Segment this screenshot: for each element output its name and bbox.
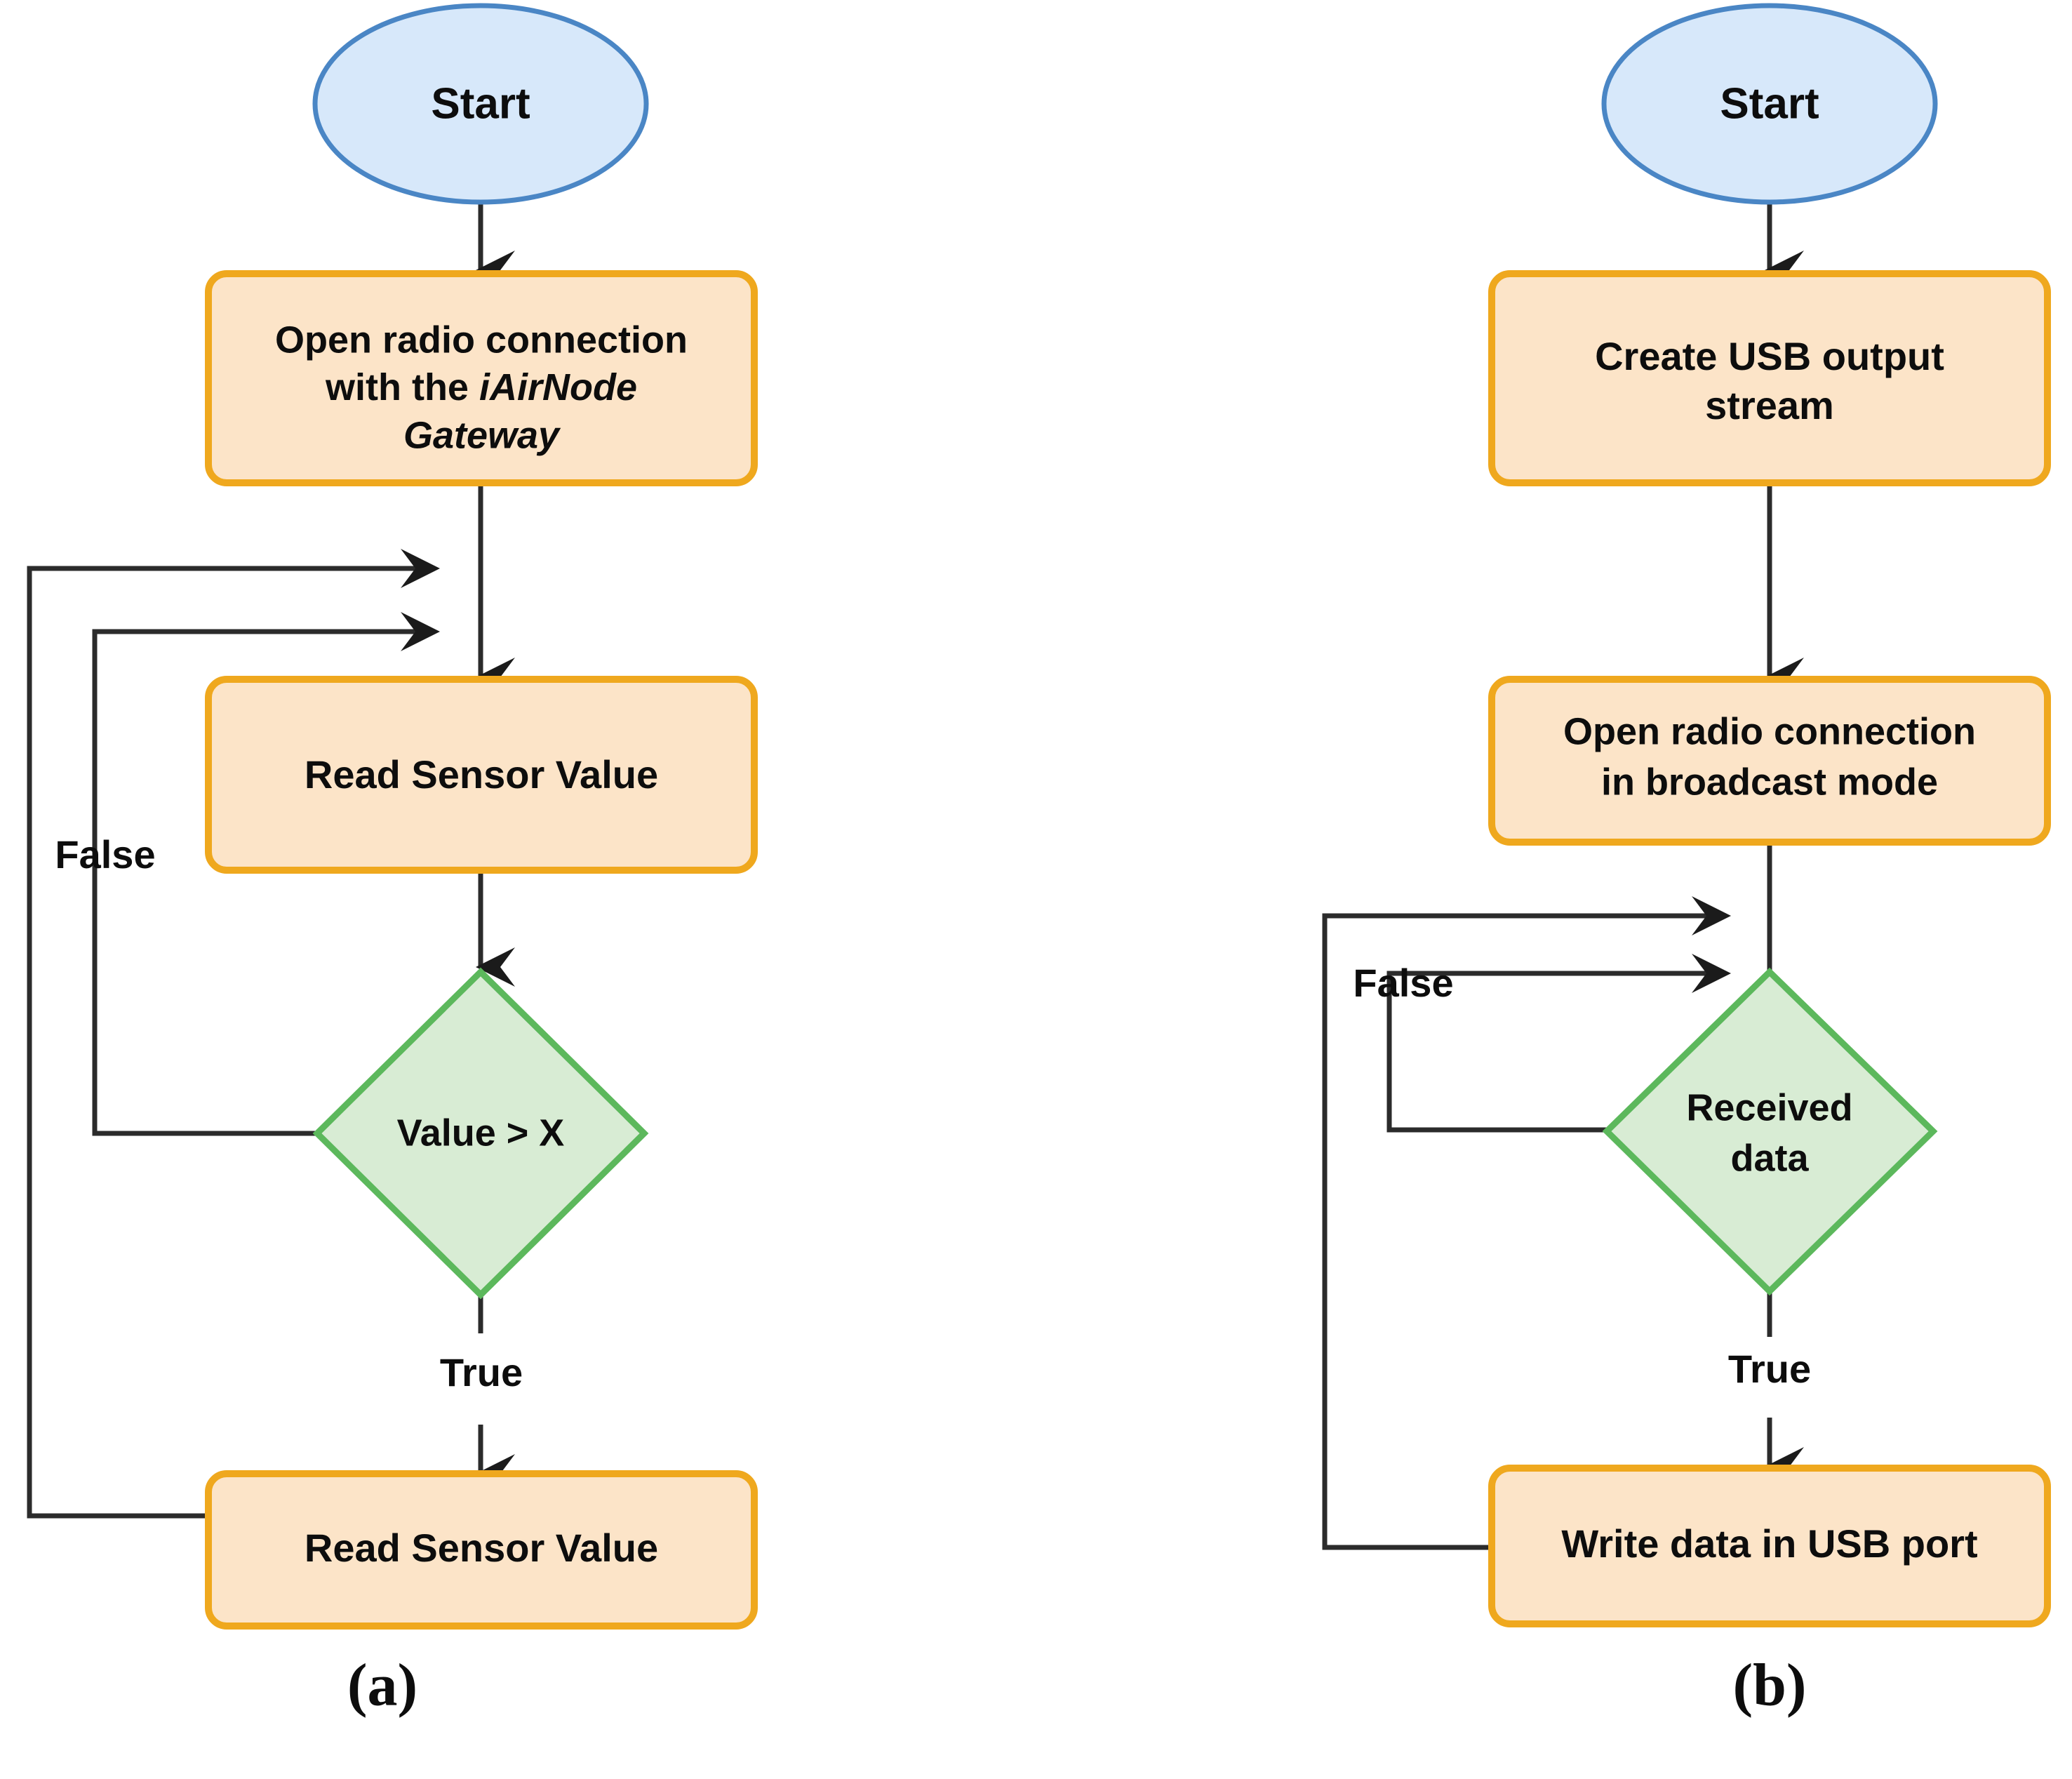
edge-b-write-loopback <box>1322 896 1731 1550</box>
node-a-read-sensor-2-label: Read Sensor Value <box>305 1526 658 1570</box>
node-a-open-line1: Open radio connection <box>275 319 688 361</box>
node-b-create-line2: stream <box>1705 383 1834 427</box>
node-b-open-radio[interactable]: Open radio connection in broadcast mode <box>1488 676 2051 846</box>
node-a-open-line3: Gateway <box>403 414 561 456</box>
terminator-shape <box>1601 3 1938 205</box>
node-a-open-line2-italic: iAirNode <box>479 366 637 408</box>
panel-a-caption: (a) <box>347 1651 417 1719</box>
panel-b: Start Create USB output stream Open radi… <box>1322 3 2051 1719</box>
node-b-open-line1: Open radio connection <box>1563 710 1976 752</box>
node-a-start-label: Start <box>431 79 530 128</box>
node-a-read-sensor-2[interactable]: Read Sensor Value <box>205 1470 758 1630</box>
node-a-read-sensor-1[interactable]: Read Sensor Value <box>205 676 758 874</box>
panel-a-connectors <box>27 153 515 1519</box>
node-b-start[interactable]: Start <box>1601 3 1938 205</box>
node-b-create-usb-stream[interactable]: Create USB output stream <box>1488 270 2051 486</box>
terminator-shape <box>312 3 649 205</box>
process-shape <box>205 1470 758 1630</box>
node-a-open-line2-plain: with the <box>325 366 479 408</box>
node-a-open-radio[interactable]: Open radio connection with the iAirNode … <box>205 270 758 486</box>
node-b-create-line1: Create USB output <box>1595 334 1944 378</box>
process-shape <box>205 676 758 874</box>
node-a-open-line2: with the iAirNode <box>325 366 637 408</box>
edge-label-a-true: True <box>440 1350 523 1394</box>
node-b-decision-received-data[interactable]: Received data <box>1602 967 1938 1296</box>
node-a-decision-value[interactable]: Value > X <box>312 967 649 1300</box>
edge-b-false-loopback <box>1386 954 1731 1133</box>
node-a-read-sensor-1-label: Read Sensor Value <box>305 752 658 797</box>
node-b-write-label: Write data in USB port <box>1561 1521 1977 1566</box>
edge-read2-loopback <box>27 549 440 1519</box>
decision-shape <box>1602 967 1938 1296</box>
process-shape <box>1488 1465 2051 1627</box>
node-b-open-line2: in broadcast mode <box>1601 761 1938 803</box>
decision-shape <box>312 967 649 1300</box>
node-b-decision-line1: Received <box>1686 1086 1852 1128</box>
process-shape <box>1488 270 2051 486</box>
edge-label-b-false: False <box>1353 961 1453 1005</box>
node-b-write-usb[interactable]: Write data in USB port <box>1488 1465 2051 1627</box>
panel-b-caption: (b) <box>1732 1651 1806 1719</box>
node-b-start-label: Start <box>1720 79 1819 128</box>
edge-false-loopback <box>92 612 440 1136</box>
node-a-decision-label: Value > X <box>397 1112 565 1154</box>
edge-label-a-false: False <box>55 832 155 877</box>
process-shape <box>1488 676 2051 846</box>
process-shape <box>205 270 758 486</box>
node-b-decision-line2: data <box>1730 1137 1809 1179</box>
edge-label-b-true: True <box>1728 1347 1811 1391</box>
panel-a: Start Open radio connection with the iAi… <box>27 3 758 1719</box>
node-a-start[interactable]: Start <box>312 3 649 205</box>
